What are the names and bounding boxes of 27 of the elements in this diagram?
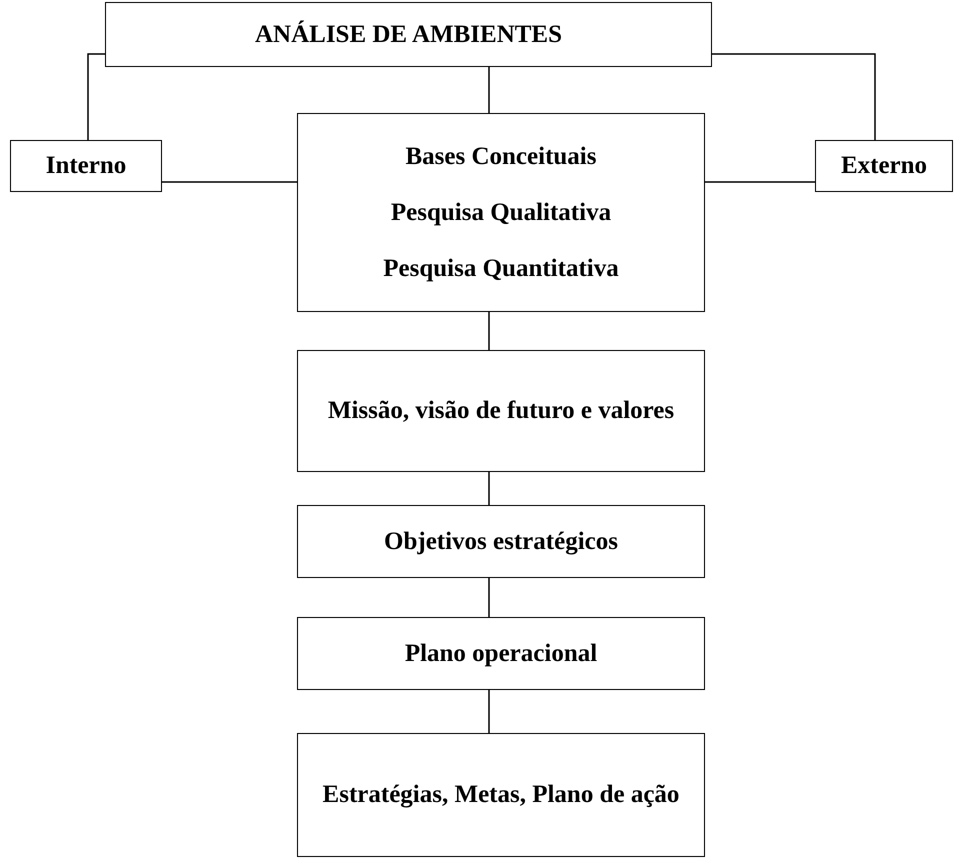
process-box [297, 733, 705, 857]
connector-line [488, 472, 490, 505]
process-box [297, 350, 705, 472]
process-box [297, 617, 705, 690]
connector-line [705, 181, 815, 183]
box-label: Interno [46, 151, 126, 181]
box-label: Objetivos estratégicos [384, 526, 618, 556]
connector-line [712, 53, 876, 140]
process-box [815, 140, 953, 192]
connector-line [87, 53, 105, 140]
process-box [105, 2, 712, 67]
box-label: Externo [840, 151, 928, 181]
box-label: Estratégias, Metas, Plano de ação [322, 780, 680, 810]
connector-line [162, 181, 297, 183]
connector-line [488, 578, 490, 617]
box-label: Plano operacional [404, 638, 598, 668]
connector-line [488, 690, 490, 733]
process-box [10, 140, 162, 192]
process-box [297, 113, 705, 312]
box-label: Pesquisa Qualitativa [390, 198, 612, 228]
box-label: Missão, visão de futuro e valores [328, 396, 674, 426]
process-box [297, 505, 705, 578]
box-label: Bases Conceituais [406, 142, 596, 172]
box-label: ANÁLISE DE AMBIENTES [254, 20, 562, 50]
box-label: Pesquisa Quantitativa [383, 254, 619, 284]
connector-line [488, 312, 490, 350]
connector-line [488, 67, 490, 113]
